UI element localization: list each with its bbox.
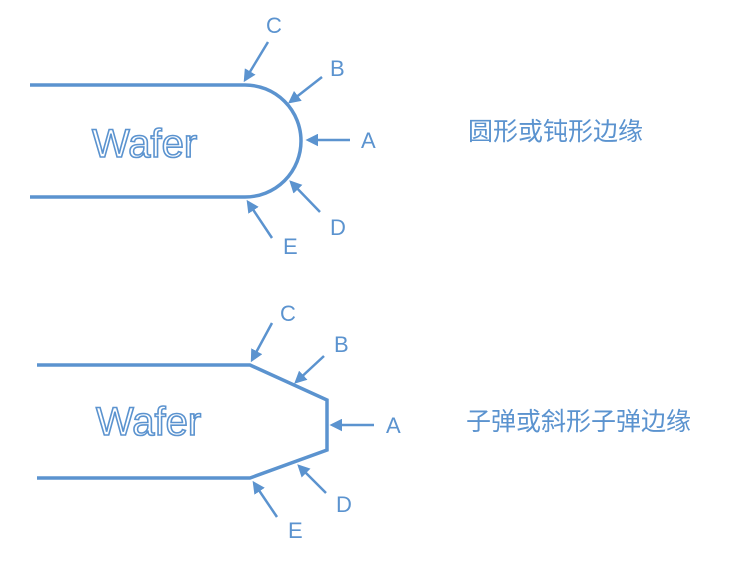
bullet-arrow-d (297, 464, 327, 494)
round-arrow-c (243, 41, 270, 83)
round-label-b: B (330, 56, 345, 81)
bullet-label-b: B (334, 332, 349, 357)
round-edge-profile (30, 83, 303, 199)
round-label-a: A (361, 128, 376, 153)
bullet-wafer-label: Wafer (96, 400, 201, 444)
round-arrow-b (288, 76, 323, 104)
round-label-c: C (266, 13, 282, 38)
round-arrow-e (246, 199, 274, 239)
bullet-label-d: D (336, 492, 352, 517)
bullet-label-c: C (280, 301, 296, 326)
round-arrow-d (289, 180, 321, 213)
round-label-d: D (330, 215, 346, 240)
bullet-arrow-b (294, 355, 325, 384)
bullet-label-e: E (288, 518, 303, 543)
round-wafer-label: Wafer (92, 122, 197, 166)
bullet-arrow-c (250, 322, 274, 363)
bullet-arrow-e (252, 480, 279, 518)
bullet-edge-diagram: Wafer C B A D E 子弹或斜形子弹边缘 (37, 301, 691, 543)
round-edge-caption: 圆形或钝形边缘 (468, 117, 643, 146)
bullet-edge-caption: 子弹或斜形子弹边缘 (466, 407, 691, 436)
round-edge-diagram: Wafer C B A D E 圆形或钝形边缘 (30, 13, 643, 259)
bullet-edge-profile (37, 363, 329, 480)
round-label-e: E (283, 234, 298, 259)
bullet-label-a: A (386, 413, 401, 438)
